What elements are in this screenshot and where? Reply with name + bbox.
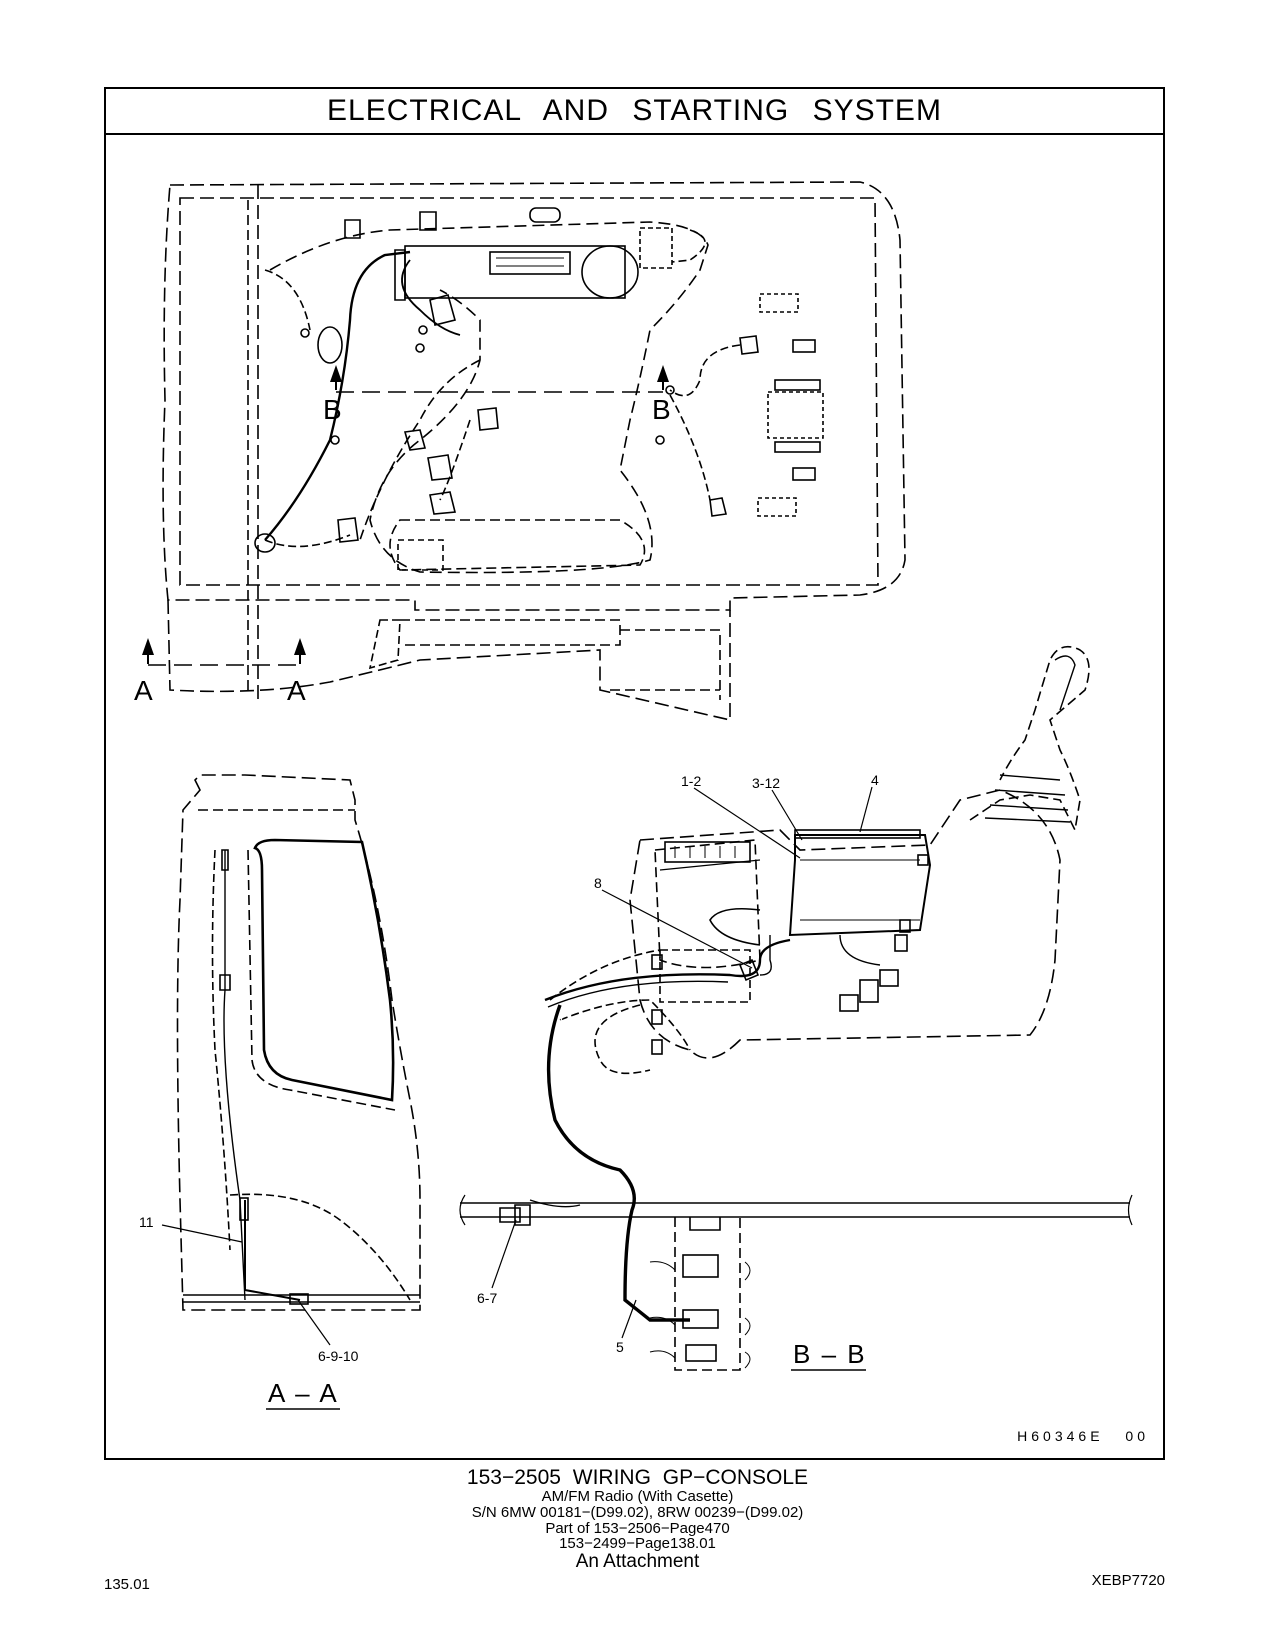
caption-line-3: Part of 153−2506−Page470 <box>545 1519 730 1537</box>
section-label-a-right: A <box>287 675 306 706</box>
callout-3-12: 3-12 <box>752 775 780 791</box>
section-label-a-left: A <box>134 675 153 706</box>
caption-line-1: AM/FM Radio (With Casette) <box>541 1488 734 1506</box>
view-title-b-b: B – B <box>793 1339 867 1369</box>
callout-8: 8 <box>594 875 602 891</box>
drawing-code: H60346E 00 <box>1017 1428 1149 1444</box>
caption-line-2: S/N 6MW 00181−(D99.02), 8RW 00239−(D99.0… <box>471 1503 804 1521</box>
section-label-b-right: B <box>652 394 671 425</box>
callout-11: 11 <box>139 1214 154 1230</box>
leader-lines <box>161 786 873 1346</box>
drawing-frame: ELECTRICAL AND STARTING SYSTEM H60346E 0… <box>104 87 1165 1460</box>
section-a-a-view <box>176 774 421 1311</box>
top-view-console <box>148 181 906 722</box>
view-title-a-a: A – A <box>268 1378 339 1408</box>
page-title: ELECTRICAL AND STARTING SYSTEM <box>106 89 1163 135</box>
document-code: XEBP7720 <box>1091 1572 1165 1589</box>
callout-6-7: 6-7 <box>477 1290 497 1306</box>
caption-line-5: An Attachment <box>575 1551 700 1573</box>
caption-title: 153−2505 WIRING GP−CONSOLE <box>466 1466 809 1489</box>
callout-5: 5 <box>616 1339 624 1355</box>
callout-6-9-10: 6-9-10 <box>318 1348 359 1364</box>
section-b-b-view <box>459 645 1133 1371</box>
section-arrows <box>142 365 669 664</box>
figure-caption: 153−2505 WIRING GP−CONSOLE AM/FM Radio (… <box>0 1466 1275 1573</box>
caption-line-4: 153−2499−Page138.01 <box>559 1535 716 1553</box>
section-label-b-left: B <box>323 394 342 425</box>
callout-4: 4 <box>871 772 879 788</box>
callout-1-2: 1-2 <box>681 773 701 789</box>
page-number: 135.01 <box>104 1576 150 1593</box>
